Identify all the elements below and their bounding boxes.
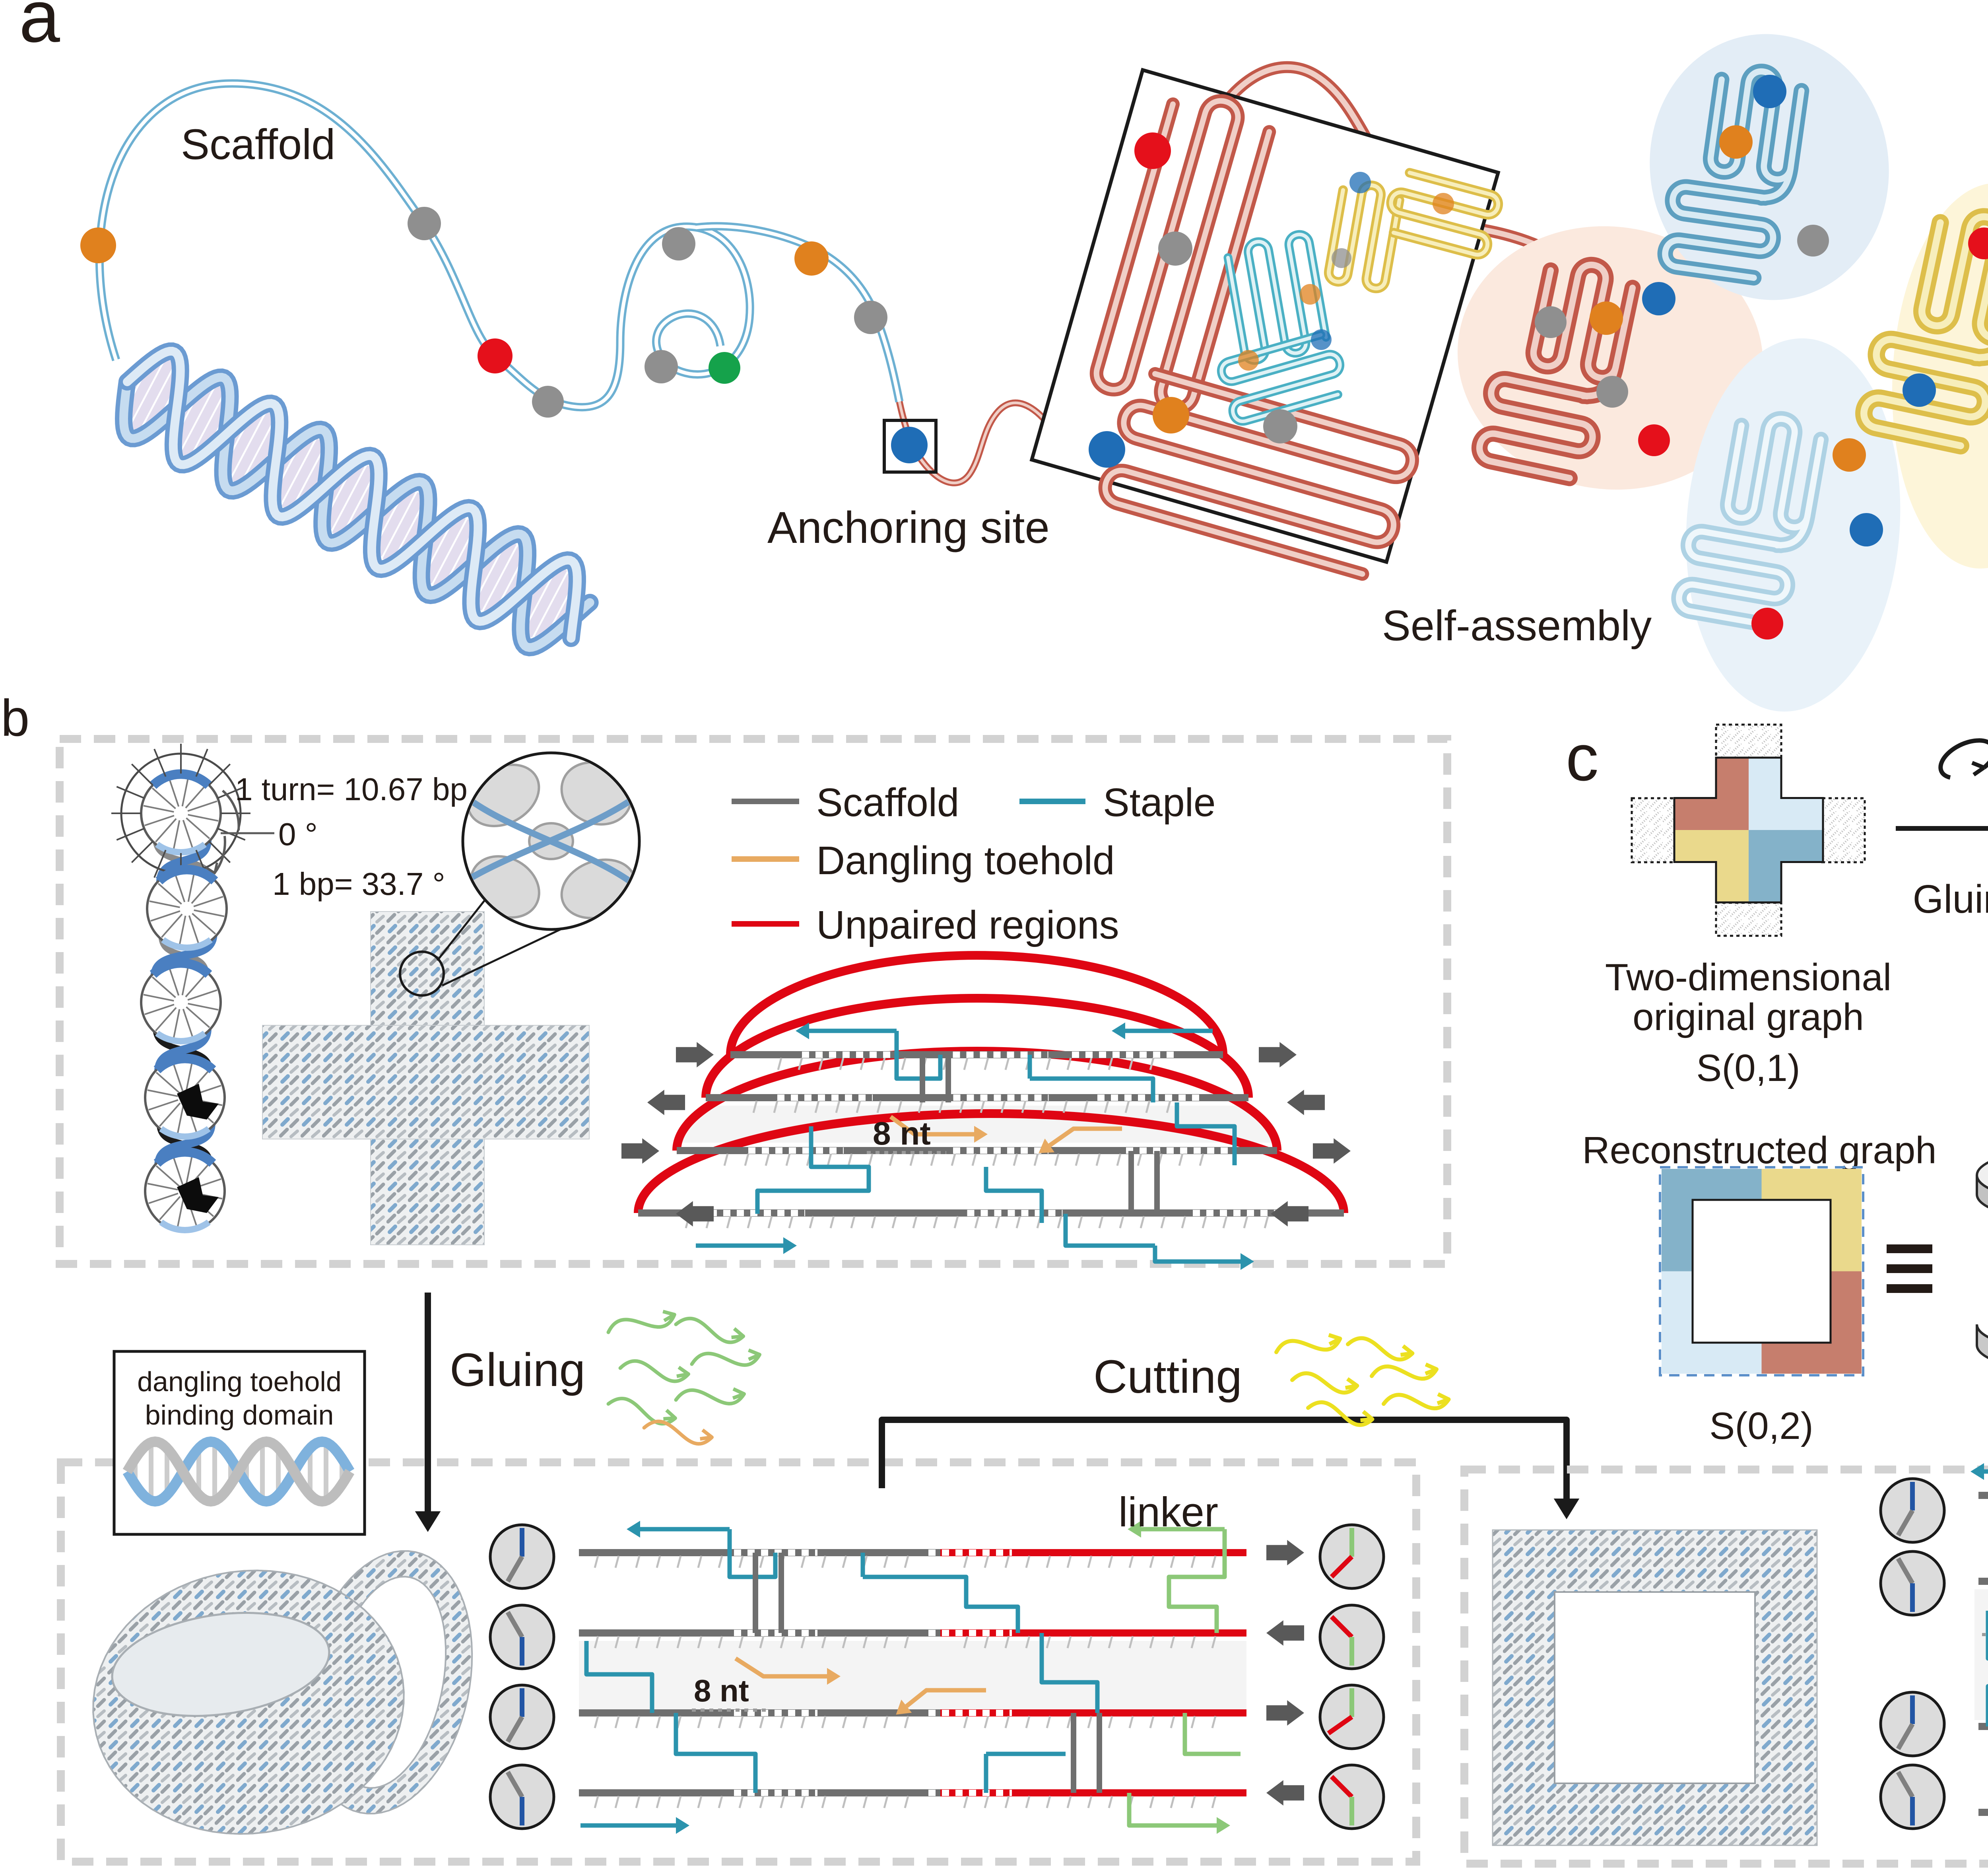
svg-text:8 nt: 8 nt: [873, 1116, 931, 1152]
svg-text:Self-assembly: Self-assembly: [1382, 601, 1652, 649]
svg-text:Reconstructed graph: Reconstructed graph: [1582, 1129, 1936, 1172]
svg-text:linker: linker: [1118, 1489, 1218, 1536]
svg-text:Gluing: Gluing: [450, 1344, 585, 1396]
svg-text:0 °: 0 °: [278, 816, 318, 852]
svg-text:a: a: [19, 0, 60, 58]
svg-text:S(0,2): S(0,2): [1709, 1405, 1813, 1447]
svg-text:Scaffold: Scaffold: [816, 780, 959, 825]
svg-text:Two-dimensional: Two-dimensional: [1605, 956, 1891, 999]
svg-text:1 bp= 33.7 °: 1 bp= 33.7 °: [272, 866, 445, 902]
svg-text:Dangling toehold: Dangling toehold: [816, 838, 1115, 883]
svg-text:original graph: original graph: [1633, 996, 1864, 1038]
svg-text:8 nt: 8 nt: [694, 1673, 749, 1708]
svg-text:Scaffold: Scaffold: [181, 120, 335, 168]
svg-text:Cutting: Cutting: [1093, 1351, 1242, 1403]
svg-text:c: c: [1566, 721, 1599, 794]
svg-text:dangling toehold: dangling toehold: [137, 1366, 342, 1397]
svg-text:Gluing: Gluing: [1912, 877, 1988, 921]
svg-text:Staple: Staple: [1103, 780, 1216, 825]
svg-text:b: b: [1, 689, 29, 747]
svg-text:1 turn= 10.67 bp: 1 turn= 10.67 bp: [235, 772, 468, 807]
svg-text:Anchoring site: Anchoring site: [767, 503, 1050, 552]
svg-text:S(0,1): S(0,1): [1696, 1047, 1800, 1089]
svg-text:Unpaired regions: Unpaired regions: [816, 903, 1119, 947]
svg-text:binding domain: binding domain: [145, 1400, 334, 1431]
